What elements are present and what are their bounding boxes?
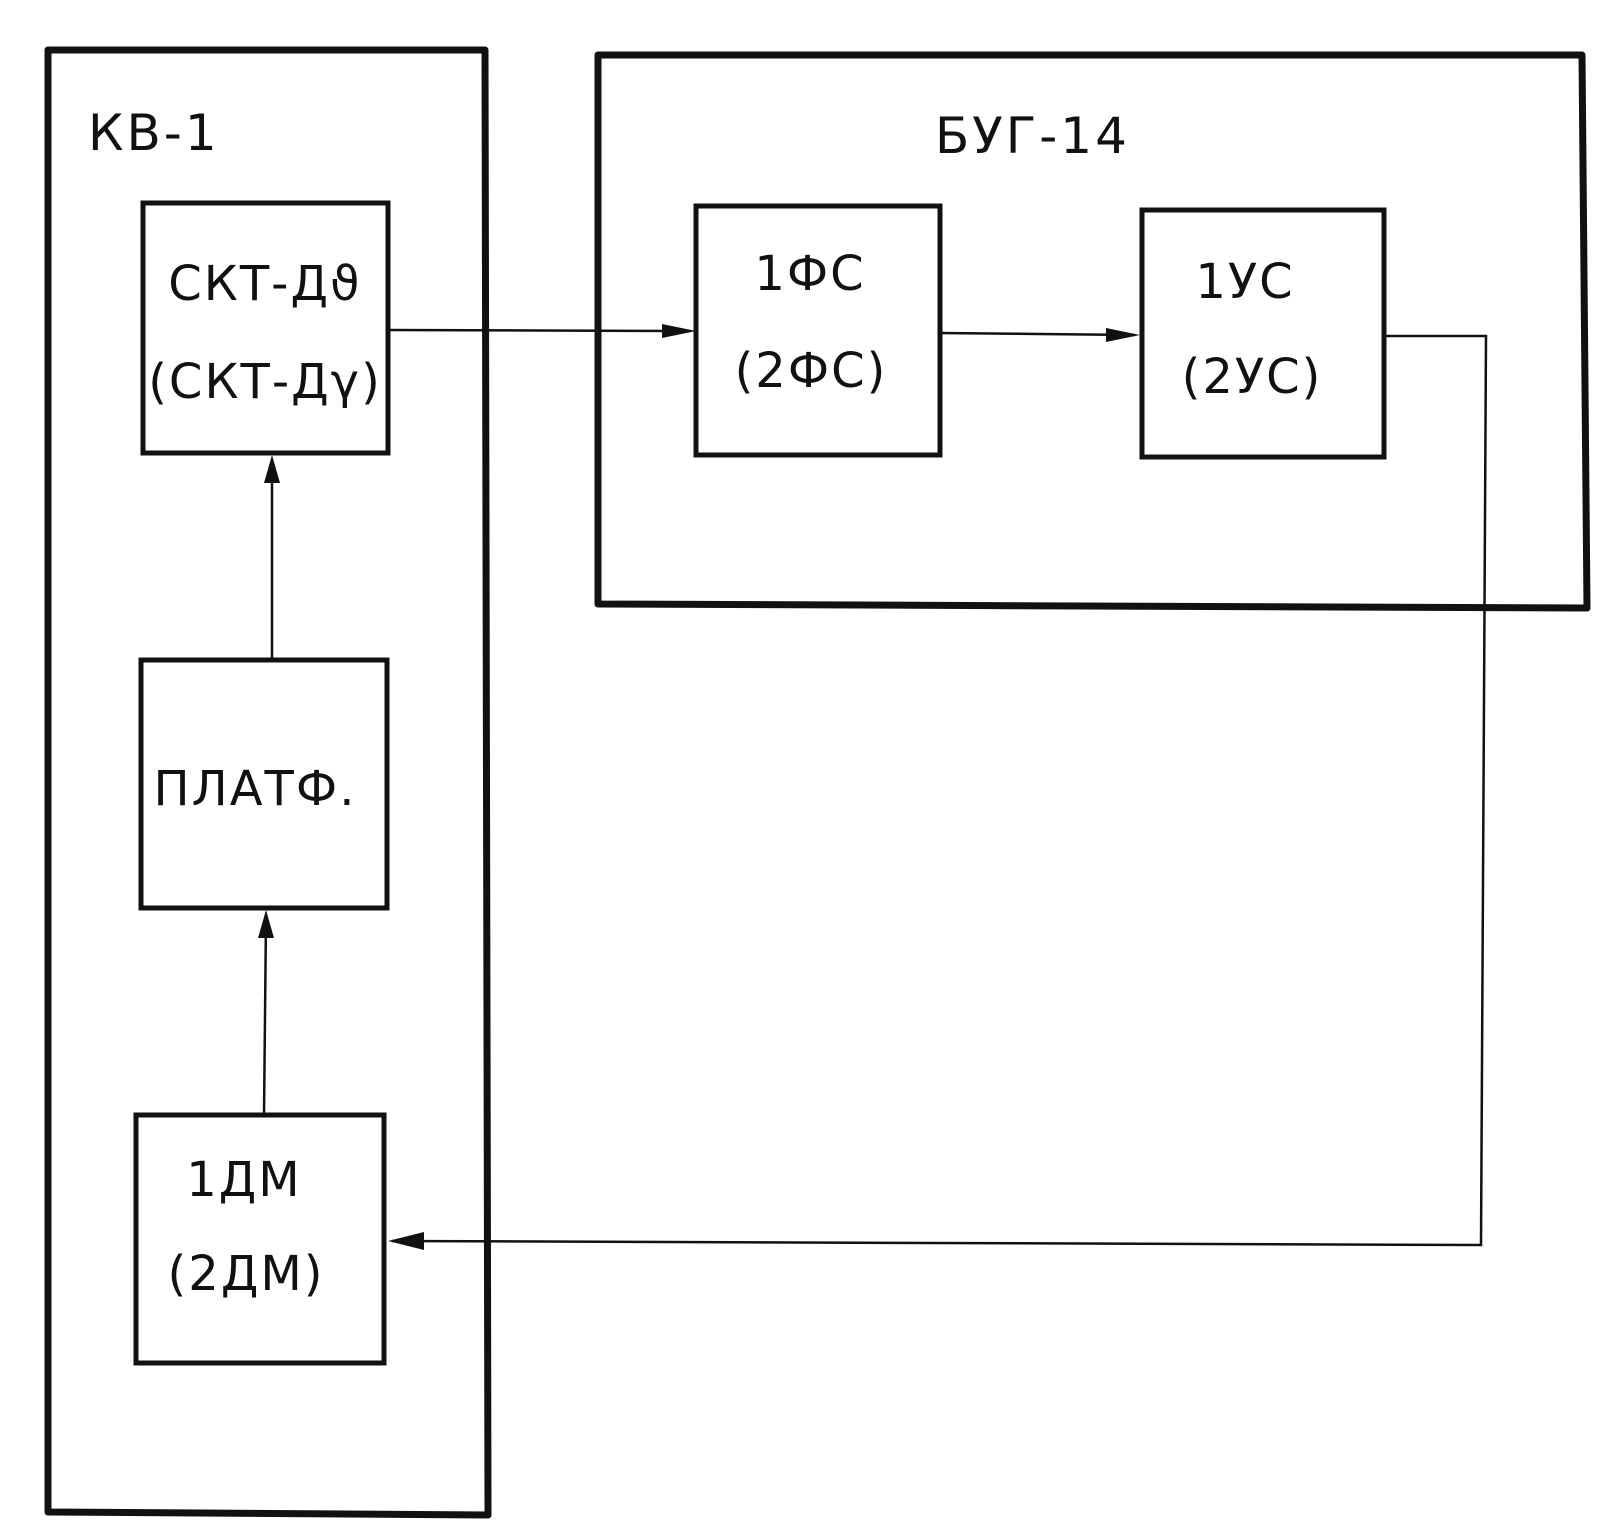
- block-skt-box: [140, 200, 391, 456]
- bug-group-frame: [594, 51, 1591, 612]
- block-us-box: [1139, 207, 1387, 460]
- arrowhead-dm: [388, 1232, 424, 1250]
- block-us: 1УС (2УС): [1139, 207, 1387, 460]
- block-fs-alt-label: (2ФС): [735, 343, 888, 399]
- wire-fs-to-us: [937, 331, 1136, 337]
- kv-group-frame: [44, 46, 492, 1519]
- block-fs: 1ФС (2ФС): [693, 203, 943, 458]
- connections: [258, 324, 1488, 1250]
- kv-group-label: КВ-1: [88, 104, 220, 162]
- block-dm-label: 1ДМ: [186, 1152, 301, 1208]
- block-dm-box: [133, 1112, 387, 1366]
- block-skt: СКТ-Дϑ (СКТ-Дγ): [140, 200, 391, 456]
- arrowhead-platf: [258, 910, 274, 938]
- block-dm: 1ДМ (2ДМ): [133, 1112, 387, 1366]
- bug-group-label: БУГ-14: [935, 107, 1130, 165]
- arrowhead-us: [1106, 328, 1140, 342]
- wire-us-to-dm: [391, 334, 1488, 1247]
- block-fs-label: 1ФС: [754, 246, 865, 302]
- block-us-label: 1УС: [1195, 254, 1294, 310]
- block-platf: ПЛАТФ.: [138, 657, 390, 911]
- block-skt-label: СКТ-Дϑ: [168, 256, 361, 312]
- bug-group: БУГ-14: [594, 51, 1591, 612]
- block-platf-box: [138, 657, 390, 911]
- arrowhead-skt: [264, 455, 280, 483]
- block-dm-alt-label: (2ДМ): [168, 1246, 325, 1302]
- block-fs-box: [693, 203, 943, 458]
- block-skt-alt-label: (СКТ-Дγ): [148, 354, 382, 410]
- kv-group: КВ-1: [44, 46, 492, 1519]
- block-platf-label: ПЛАТФ.: [154, 761, 357, 817]
- block-us-alt-label: (2УС): [1182, 349, 1323, 405]
- wire-skt-to-fs: [387, 328, 691, 333]
- arrowhead-fs: [662, 324, 696, 338]
- wire-dm-to-platf: [262, 917, 268, 1116]
